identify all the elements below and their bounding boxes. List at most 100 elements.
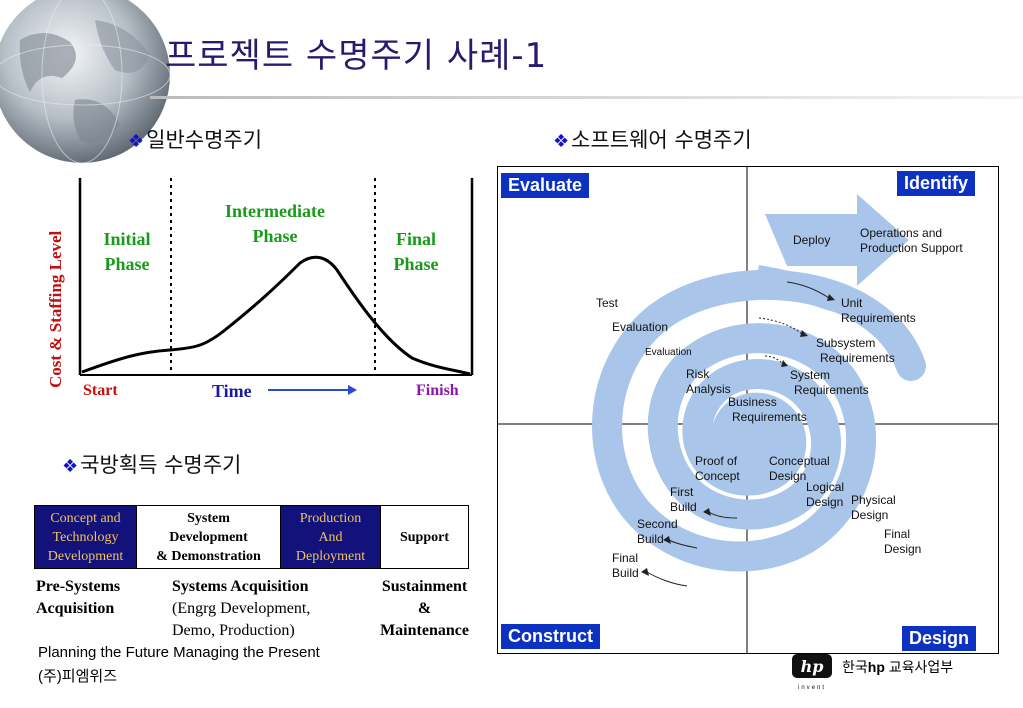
y-axis-label: Cost & Staffing Level: [46, 230, 65, 388]
label-line: Subsystem: [816, 336, 876, 350]
spiral-band: [592, 269, 926, 572]
curved-arrow-icon: [646, 571, 688, 587]
label-line: Design: [851, 508, 889, 522]
label-line: Final: [612, 551, 639, 565]
label-line: Design: [769, 469, 807, 483]
label-line: Systems Acquisition: [172, 578, 309, 595]
title-divider: [150, 96, 1023, 99]
sustainment-label: Sustainment & Maintenance: [372, 576, 477, 642]
page-title: 프로젝트 수명주기 사례-1: [165, 36, 548, 76]
label-line: Physical: [851, 493, 896, 507]
label-evaluation-small: Evaluation: [645, 347, 692, 358]
curved-arrow-icon: [764, 355, 784, 365]
hp-logo-badge: [792, 654, 832, 678]
cell-line: Deployment: [295, 548, 366, 564]
label-line: Proof of: [695, 454, 738, 468]
label-line: Final: [884, 527, 911, 541]
hp-logo-text: hp: [801, 657, 824, 676]
label-line: Analysis: [686, 382, 731, 396]
arrowhead-icon: [827, 294, 835, 301]
label-line: Requirements: [732, 410, 807, 424]
label-line: Concept: [695, 469, 740, 483]
arrowhead-icon: [703, 508, 711, 516]
cell-line: & Demonstration: [156, 548, 261, 564]
cell-line: And: [318, 529, 343, 545]
label-line: System: [790, 368, 831, 382]
cell-line: Support: [399, 529, 450, 545]
cell-line: Concept and: [50, 510, 121, 526]
org-name: 한국hp 교육사업부: [842, 659, 954, 675]
label-line: Conceptual: [769, 454, 830, 468]
start-label: Start: [83, 382, 118, 399]
diamond-bullet-icon: ❖: [62, 456, 79, 477]
curved-arrow-icon: [786, 281, 830, 299]
cell-line: Production: [299, 510, 362, 526]
arrowhead-icon: [641, 568, 649, 576]
finish-label: Finish: [416, 382, 459, 399]
arrowhead-icon: [781, 360, 788, 367]
label-line: Maintenance: [380, 622, 469, 639]
cell-line: Technology: [52, 529, 119, 545]
label-line: Sustainment: [381, 578, 468, 595]
label-line: Requirements: [794, 383, 869, 397]
general-lifecycle-chart: [78, 178, 474, 376]
cell-support: Support: [380, 505, 469, 569]
final-phase-line-1: Final: [395, 229, 436, 249]
label-line: Risk: [686, 367, 710, 381]
spiral-model-diagram: [497, 166, 999, 654]
initial-phase-line-1: Initial: [103, 229, 151, 249]
label-line: (Engrg Development,: [172, 600, 311, 617]
label-deploy: Deploy: [793, 233, 831, 247]
footer-company: (주)피엠위즈: [38, 668, 117, 685]
diamond-bullet-icon: ❖: [128, 131, 145, 152]
label-line: Second: [637, 517, 678, 531]
label-line: Requirements: [820, 351, 895, 365]
initial-phase-line-2: Phase: [104, 254, 150, 274]
quadrant-evaluate: Evaluate: [501, 173, 590, 198]
label-line: Design: [884, 542, 922, 556]
quadrant-design: Design: [902, 626, 977, 651]
arrowhead-icon: [800, 330, 808, 337]
intermediate-phase-line-1: Intermediate: [225, 201, 325, 221]
systems-acquisition-label: Systems Acquisition(Engrg Development,De…: [172, 576, 310, 642]
hp-logo: hp invent: [792, 654, 832, 691]
label-line: Build: [670, 500, 697, 514]
defense-lifecycle-heading: ❖국방획득 수명주기: [62, 453, 242, 477]
label-line: Build: [637, 532, 664, 546]
staffing-curve: [81, 255, 471, 376]
cell-line: Development: [47, 548, 124, 564]
label-line: &: [417, 600, 432, 617]
globe-decoration: [0, 0, 171, 164]
label-line: Build: [612, 566, 639, 580]
curved-arrow-icon: [758, 317, 803, 335]
label-test: Test: [596, 296, 619, 310]
quadrant-construct: Construct: [501, 624, 600, 649]
label-line: Pre-Systems: [36, 578, 121, 595]
time-arrow-icon: [268, 385, 357, 395]
footer-slogan: Planning the Future Managing the Present: [38, 644, 320, 661]
curved-arrow-icon: [668, 539, 698, 549]
cell-line: System: [187, 510, 230, 526]
label-line: Design: [806, 495, 844, 509]
label-line: Requirements: [841, 311, 916, 325]
